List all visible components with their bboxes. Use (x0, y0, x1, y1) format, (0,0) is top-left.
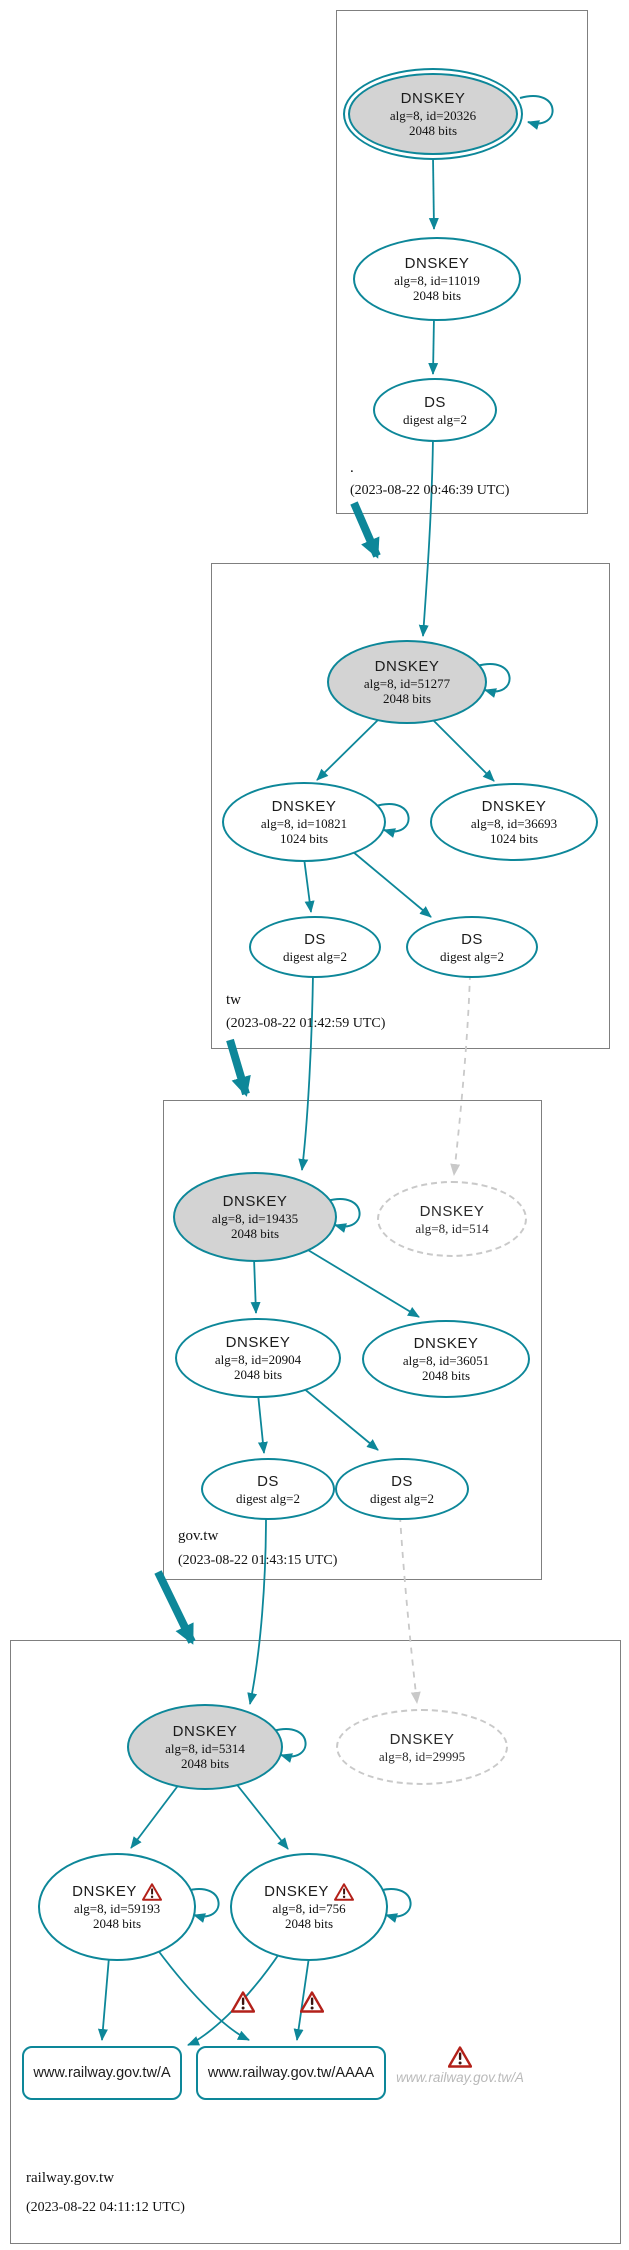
ds-node-govtw-left: DS digest alg=2 (201, 1458, 335, 1520)
edge-govtw-ksk-selfloop (326, 1198, 361, 1233)
edge-govtw-ds-to-missing-key-dashed (399, 1515, 421, 1704)
edge-delegation-govtw-to-rail (154, 1570, 196, 1645)
warning-icon (448, 2046, 472, 2068)
edge-root-ksk-to-zsk (428, 156, 439, 230)
zone-label-root: . (350, 460, 354, 476)
edge-delegation-tw-to-govtw (226, 1038, 251, 1097)
edge-root-ksk-selfloop (519, 95, 554, 130)
edge-tw-ds-to-missing-key-dashed (450, 973, 471, 1176)
dnskey-node-govtw-missing-514: DNSKEY alg=8, id=514 (377, 1181, 527, 1257)
warning-icon (333, 1883, 354, 1901)
edge-warning-icon (299, 1991, 325, 2018)
dnskey-node-rail-zsk-59193: DNSKEY alg=8, id=59193 2048 bits (38, 1853, 196, 1961)
zone-timestamp-govtw: (2023-08-22 01:43:15 UTC) (178, 1553, 338, 1568)
zone-label-tw: tw (226, 992, 241, 1008)
edge-tw-ksk-to-zsk-10821 (316, 713, 385, 781)
rrset-node-www-railway-a: www.railway.gov.tw/A (22, 2046, 182, 2100)
dnskey-node-rail-missing-29995: DNSKEY alg=8, id=29995 (336, 1709, 508, 1785)
edge-zsk-59193-to-rrset-aaaa (156, 1948, 250, 2041)
zone-timestamp-root: (2023-08-22 00:46:39 UTC) (350, 483, 510, 498)
warning-icon (299, 1991, 325, 2013)
dnskey-node-govtw-ksk: DNSKEY alg=8, id=19435 2048 bits (173, 1172, 337, 1262)
dnskey-node-rail-ksk: DNSKEY alg=8, id=5314 2048 bits (127, 1704, 283, 1790)
edge-tw-ksk-to-zsk-36693 (426, 713, 495, 782)
edge-root-zsk-to-ds (428, 316, 439, 375)
zone-box-railway-gov-tw (10, 1640, 621, 2244)
zone-label-railway: railway.gov.tw (26, 2170, 115, 2186)
edge-zsk-59193-to-rrset-a (97, 1956, 110, 2041)
edge-rail-ksk-to-zsk-59193 (130, 1782, 181, 1849)
ds-node-tw-right: DS digest alg=2 (406, 916, 538, 978)
ds-node-govtw-right: DS digest alg=2 (335, 1458, 469, 1520)
zone-box-tw (211, 563, 610, 1049)
edge-tw-zsk-10821-selfloop (375, 803, 410, 838)
zone-timestamp-tw: (2023-08-22 01:42:59 UTC) (226, 1016, 386, 1031)
zone-timestamp-railway: (2023-08-22 04:11:12 UTC) (26, 2200, 185, 2215)
dnskey-node-govtw-zsk-20904: DNSKEY alg=8, id=20904 2048 bits (175, 1318, 341, 1398)
ds-node-tw-left: DS digest alg=2 (249, 916, 381, 978)
edge-tw-zsk-to-ds-right (351, 850, 432, 918)
dnskey-node-tw-zsk-36693: DNSKEY alg=8, id=36693 1024 bits (430, 783, 598, 861)
edge-delegation-root-to-tw (350, 501, 381, 559)
edge-tw-ds-to-govtw-ksk (298, 973, 314, 1171)
edge-govtw-ds-to-rail-ksk (247, 1515, 267, 1705)
dnskey-node-govtw-zsk-36051: DNSKEY alg=8, id=36051 2048 bits (362, 1320, 530, 1398)
edge-rail-ksk-selfloop (272, 1728, 307, 1763)
warning-icon (230, 1991, 256, 2013)
dnskey-node-root-zsk: DNSKEY alg=8, id=11019 2048 bits (353, 237, 521, 321)
edge-root-ds-to-tw-ksk (418, 437, 434, 637)
zone-box-gov-tw (163, 1100, 542, 1580)
edge-rail-zsk-59193-selfloop (185, 1888, 220, 1923)
dnskey-node-root-ksk: DNSKEY alg=8, id=20326 2048 bits (343, 68, 523, 160)
edge-zsk-756-to-rrset-a (187, 1950, 282, 2046)
edge-warning-icon (230, 1991, 256, 2018)
rrset-node-www-railway-aaaa: www.railway.gov.tw/AAAA (196, 2046, 386, 2100)
zone-box-root (336, 10, 588, 514)
edge-tw-ksk-selfloop (476, 663, 511, 698)
edge-rail-zsk-756-selfloop (377, 1888, 412, 1923)
dnskey-node-tw-zsk-10821: DNSKEY alg=8, id=10821 1024 bits (222, 782, 386, 862)
edge-govtw-ksk-to-zsk-20904 (250, 1257, 261, 1314)
edge-zsk-756-to-rrset-aaaa (293, 1956, 310, 2041)
warning-icon (141, 1883, 162, 1901)
rrset-error-www-railway-a: www.railway.gov.tw/A (390, 2046, 530, 2085)
edge-govtw-ksk-to-zsk-36051 (307, 1249, 420, 1318)
edge-govtw-zsk-to-ds-right (301, 1386, 379, 1451)
ds-node-root: DS digest alg=2 (373, 378, 497, 442)
dnskey-node-rail-zsk-756: DNSKEY alg=8, id=756 2048 bits (230, 1853, 388, 1961)
dnskey-node-tw-ksk: DNSKEY alg=8, id=51277 2048 bits (327, 640, 487, 724)
zone-label-govtw: gov.tw (178, 1528, 219, 1544)
edge-tw-zsk-to-ds-left (303, 857, 315, 913)
edge-rail-ksk-to-zsk-756 (233, 1780, 289, 1850)
edge-govtw-zsk-to-ds-left (257, 1393, 268, 1454)
